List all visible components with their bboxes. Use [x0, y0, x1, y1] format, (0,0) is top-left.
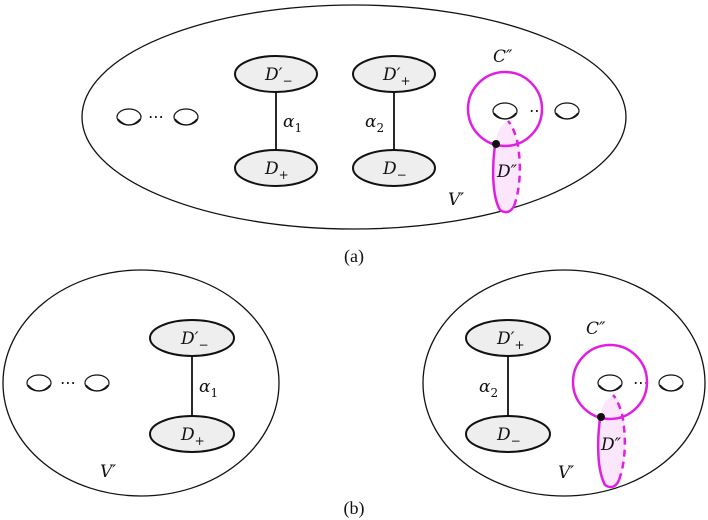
handle-2-b-left	[84, 374, 110, 392]
label-d-double-prime-b: D″	[600, 435, 622, 455]
caption-b: (b)	[344, 498, 365, 519]
label-alpha2-a: α2	[365, 112, 384, 135]
handle-1-b-left	[26, 374, 52, 392]
handle-4-a	[554, 102, 580, 120]
disk-d-plus-prime-a	[352, 55, 436, 93]
d-double-prime-front-edge-b	[596, 417, 621, 489]
label-c-double-prime-a: C″	[493, 47, 513, 67]
caption-a: (a)	[344, 246, 364, 267]
disk-d-plus-prime-b	[465, 319, 551, 357]
disk-d-minus-prime-a	[234, 55, 318, 93]
handle-3-a	[492, 102, 518, 120]
handle-1-a	[116, 108, 142, 126]
label-d-plus-a: D+	[264, 159, 289, 182]
handle-2-a	[173, 108, 199, 126]
label-v-prime-b-left: V′	[100, 462, 116, 482]
label-d-double-prime-a: D″	[496, 162, 518, 182]
disk-d-minus-a	[352, 149, 436, 187]
label-d-minus-b: D−	[496, 425, 521, 448]
label-d-minus-prime-a: D′−	[264, 65, 293, 88]
handle-pair-b-right: ⋯	[597, 373, 684, 392]
label-alpha2-b: α2	[479, 377, 498, 400]
label-d-plus-prime-b: D′+	[496, 329, 525, 352]
arc-alpha2-pair-a: D′+ α2 D−	[352, 55, 436, 187]
d-double-prime-front-edge-a	[491, 144, 516, 214]
label-d-plus-prime-a: D′+	[382, 65, 411, 88]
handle-pair-left-a: ⋯	[116, 107, 199, 126]
label-alpha1-b: α1	[199, 377, 218, 400]
curve-c-double-prime-a	[466, 70, 544, 148]
d-double-prime-hidden-edge-a	[507, 120, 522, 207]
panel-b-right: D′+ α2 D− ⋯	[422, 269, 706, 497]
label-d-minus-prime-b: D′−	[180, 329, 209, 352]
intersection-point-b	[597, 413, 605, 421]
intersection-point-a	[492, 140, 500, 148]
dots-left-a: ⋯	[148, 107, 164, 126]
disk-d-minus-b	[465, 415, 551, 453]
disk-d-minus-prime-b	[149, 319, 235, 357]
outer-surface-b-right	[422, 269, 706, 497]
handle-pair-right-a: ⋯	[492, 101, 580, 120]
outer-surface-a	[81, 4, 627, 230]
label-d-plus-b: D+	[180, 425, 205, 448]
arc-alpha1-pair-a: D′− α1 D+	[234, 55, 318, 187]
panel-b-left: ⋯ D′− α1 D+ V′	[2, 269, 280, 497]
handle-pair-b-left: ⋯	[26, 373, 110, 392]
label-v-prime-a: V′	[448, 190, 464, 210]
panel-a: ⋯ D′− α1 D+ D′+	[81, 4, 627, 267]
arc-alpha1-pair-b: D′− α1 D+	[149, 319, 235, 453]
label-alpha1-a: α1	[283, 112, 302, 135]
outer-surface-b-left	[2, 269, 280, 497]
label-c-double-prime-b: C″	[586, 319, 606, 339]
dots-b-right: ⋯	[633, 373, 649, 392]
label-d-minus-a: D−	[382, 159, 407, 182]
handle-2-b-right	[658, 374, 684, 392]
curve-c-double-prime-b	[571, 343, 649, 421]
dots-b-left: ⋯	[60, 373, 76, 392]
arc-alpha2-pair-b: D′+ α2 D−	[465, 319, 551, 453]
label-v-prime-b-right: V′	[558, 463, 574, 483]
d-double-prime-hidden-edge-b	[612, 394, 627, 481]
handle-1-b-right	[597, 374, 623, 392]
disk-d-plus-a	[234, 149, 318, 187]
disk-d-plus-b	[149, 415, 235, 453]
